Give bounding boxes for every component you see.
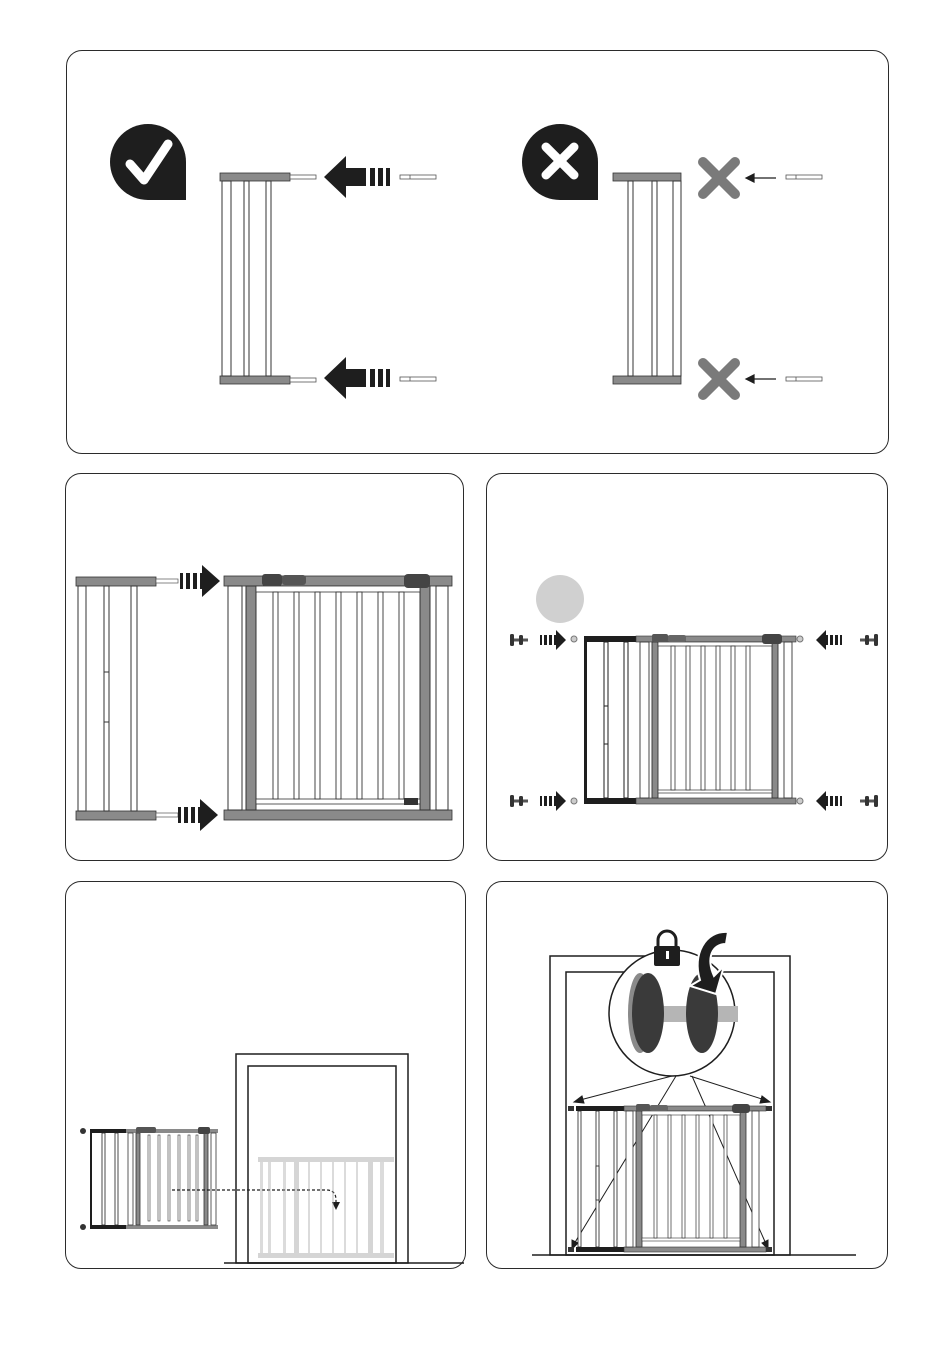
wrong-mark-top <box>703 162 735 194</box>
attach-arrow-top <box>180 565 220 597</box>
extension-frame-correct <box>220 173 316 384</box>
arrow-left-top <box>540 630 566 650</box>
insert-arrow-bottom <box>324 357 390 399</box>
spindle-left-top <box>510 634 528 646</box>
spindle-right-top <box>860 634 878 646</box>
gate-frame <box>224 574 452 820</box>
spindle-left-bottom <box>510 795 528 807</box>
extension-frame-incorrect <box>613 173 681 384</box>
pin-bottom <box>400 377 436 381</box>
thin-arrows-incorrect <box>746 174 776 383</box>
spindle-right-bottom <box>860 795 878 807</box>
pin-incorrect-bottom <box>786 377 822 381</box>
check-icon <box>110 124 186 200</box>
insert-arrow-top <box>324 156 390 198</box>
lock-icon <box>654 931 680 966</box>
extension-piece <box>76 577 178 820</box>
pin-top <box>400 175 436 179</box>
gate-ghost <box>258 1157 394 1258</box>
attach-arrow-bottom <box>178 799 218 831</box>
arrow-right-bottom <box>816 791 842 811</box>
pin-incorrect-top <box>786 175 822 179</box>
cross-icon <box>522 124 598 200</box>
wrong-mark-bottom <box>703 363 735 395</box>
gate-installed <box>568 1104 772 1252</box>
arrow-right-top <box>816 630 842 650</box>
arrow-left-bottom <box>540 791 566 811</box>
gate-small <box>80 1127 218 1230</box>
detail-zoom-circle <box>609 950 738 1076</box>
step-badge <box>536 575 584 623</box>
gate-with-extension-spindles <box>571 634 803 804</box>
